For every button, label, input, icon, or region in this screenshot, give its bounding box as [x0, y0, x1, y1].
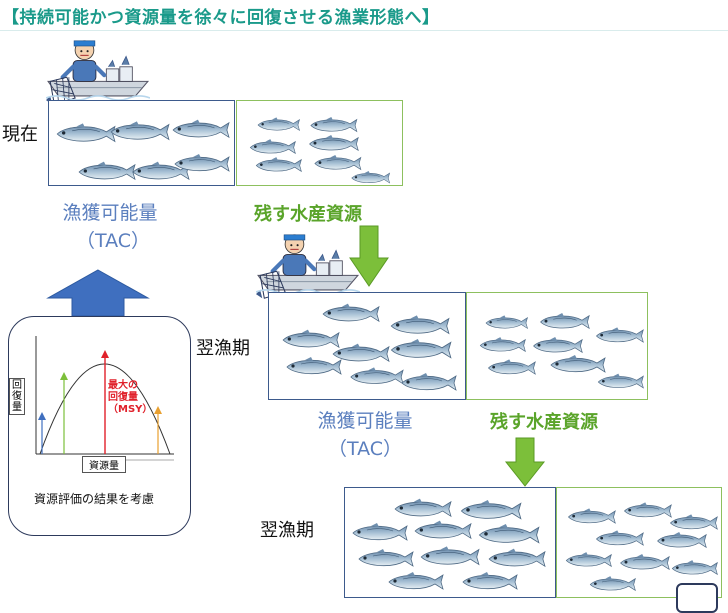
fish-icon: [550, 355, 606, 373]
remain-box-next1: [466, 292, 648, 400]
fish-icon: [388, 572, 444, 590]
tac-caption-next1-sub: （TAC）: [327, 438, 403, 460]
fish-icon: [596, 327, 644, 343]
row-label-next1: 翌漁期: [196, 338, 250, 359]
fish-icon: [462, 572, 518, 590]
msy-label: 最大の 回復量 （MSY）: [108, 380, 152, 416]
row-label-current: 現在: [2, 124, 38, 145]
fish-icon: [478, 524, 540, 544]
fish-icon: [414, 520, 472, 539]
down-arrow-icon: [504, 437, 546, 487]
fish-icon: [286, 357, 342, 375]
fish-icon: [390, 339, 452, 359]
remain-box-next2: [556, 487, 722, 598]
page-title: 【持続可能かつ資源量を徐々に回復させる漁業形態へ】: [2, 8, 440, 28]
remain-caption-next1: 残す水産資源: [490, 412, 598, 433]
fish-icon: [394, 498, 452, 517]
remain-caption-current: 残す水産資源: [254, 204, 362, 225]
fisherman-boat-icon: [46, 34, 150, 110]
fish-icon: [110, 121, 170, 141]
corner-badge[interactable]: [676, 583, 718, 613]
tac-box-current: [48, 100, 235, 186]
fish-icon: [568, 508, 616, 524]
surplus-production-chart: [35, 336, 174, 461]
fish-icon: [358, 548, 414, 567]
msy-label-line3: （MSY）: [108, 404, 153, 415]
fish-icon: [257, 117, 300, 131]
remain-box-current: [236, 100, 403, 186]
fish-icon: [670, 514, 718, 530]
fish-icon: [390, 315, 450, 335]
msy-label-line2: 回復量: [108, 392, 138, 403]
up-arrow-icon: [46, 269, 150, 317]
fish-icon: [249, 139, 296, 154]
y-axis-label: 回復量: [9, 378, 25, 415]
fish-icon: [310, 117, 358, 132]
fish-icon: [255, 157, 302, 172]
tac-box-next2: [344, 487, 556, 598]
resource-evaluation-panel: [8, 316, 191, 536]
fish-icon: [401, 373, 457, 391]
tac-caption-next1: 漁獲可能量: [317, 410, 413, 432]
tac-caption-current-sub: （TAC）: [75, 230, 151, 252]
fish-icon: [172, 119, 230, 138]
title-divider: [0, 30, 728, 31]
fish-icon: [420, 546, 480, 566]
fish-icon: [589, 576, 636, 591]
fish-icon: [624, 502, 672, 518]
fish-icon: [597, 373, 644, 389]
down-arrow-icon: [349, 225, 389, 287]
fish-icon: [565, 552, 612, 567]
fish-icon: [351, 171, 391, 184]
fish-icon: [620, 554, 670, 570]
fish-icon: [314, 155, 362, 170]
fish-icon: [309, 135, 359, 151]
fish-icon: [488, 359, 536, 375]
row-label-next2: 翌漁期: [260, 520, 314, 541]
fish-icon: [540, 313, 590, 329]
fish-icon: [78, 161, 136, 180]
fish-icon: [322, 303, 380, 322]
fish-icon: [671, 560, 718, 575]
tac-caption-current: 漁獲可能量: [62, 202, 158, 224]
evaluation-caption: 資源評価の結果を考慮: [34, 492, 155, 506]
fish-icon: [488, 548, 546, 567]
fish-icon: [460, 500, 522, 520]
tac-box-next1: [268, 292, 466, 400]
fish-icon: [485, 315, 528, 329]
fish-icon: [657, 532, 707, 548]
msy-label-line1: 最大の: [108, 380, 138, 391]
fish-icon: [596, 530, 644, 546]
fish-icon: [533, 337, 583, 353]
fish-icon: [174, 153, 230, 172]
fish-icon: [479, 337, 526, 352]
x-axis-label: 資源量: [82, 456, 126, 473]
fish-icon: [352, 522, 408, 541]
